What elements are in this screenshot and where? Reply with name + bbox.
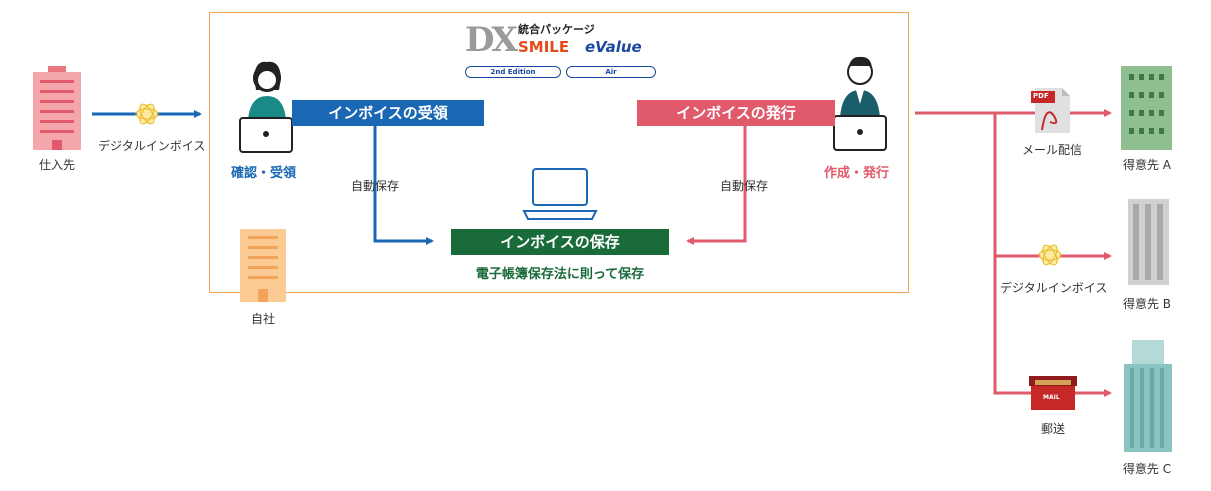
supplier-building-icon xyxy=(33,66,81,150)
pdf-document-icon xyxy=(1031,88,1070,133)
supplier-label: 仕入先 xyxy=(38,158,75,172)
issuer-person-icon xyxy=(833,56,887,151)
post-label: 郵送 xyxy=(1040,422,1065,436)
customer-b-label: 得意先 B xyxy=(1122,297,1172,311)
mail-label: メール配信 xyxy=(1021,143,1082,157)
dx-logo: DX xyxy=(465,20,518,60)
edition-pill: 2nd Edition xyxy=(465,66,561,78)
issue-auto-arrow xyxy=(686,126,747,245)
customer-c-label: 得意先 C xyxy=(1122,462,1172,476)
pdf-badge: PDF xyxy=(1033,92,1049,100)
issue-auto-label: 自動保存 xyxy=(720,179,769,193)
store-note: 電子帳簿保存法に則って保存 xyxy=(475,267,645,282)
smile-logo: SMILE xyxy=(518,38,570,56)
customer-b-building-icon xyxy=(1128,199,1169,285)
issue-banner: インボイスの発行 xyxy=(637,100,835,126)
left-digital-invoice-label: デジタルインボイス xyxy=(98,139,206,153)
store-banner: インボイスの保存 xyxy=(451,229,669,255)
right-digital-invoice-label: デジタルインボイス xyxy=(1000,281,1108,295)
receive-auto-label: 自動保存 xyxy=(351,179,400,193)
customer-a-building-icon xyxy=(1121,66,1172,150)
mail-badge: MAIL xyxy=(1043,394,1060,401)
receive-banner: インボイスの受領 xyxy=(292,100,484,126)
receive-auto-arrow xyxy=(373,126,434,245)
air-pill: Air xyxy=(566,66,656,78)
post-arrow xyxy=(993,256,1112,397)
customer-c-building-icon xyxy=(1124,340,1172,452)
laptop-icon xyxy=(522,168,598,220)
mailbox-icon xyxy=(1029,376,1077,410)
company-frame xyxy=(209,12,909,293)
issue-action-label: 作成・発行 xyxy=(824,166,890,181)
package-label: 統合パッケージ xyxy=(518,23,595,36)
receive-action-label: 確認・受領 xyxy=(231,166,297,181)
evalue-logo: eValue xyxy=(585,38,642,56)
digital-invoice-icon xyxy=(135,103,159,125)
self-label: 自社 xyxy=(250,312,275,326)
customer-a-label: 得意先 A xyxy=(1122,158,1172,172)
receiver-person-icon xyxy=(239,61,293,153)
own-building-icon xyxy=(240,229,286,302)
digital-arrow xyxy=(993,113,1112,260)
digital-invoice-right-icon xyxy=(1038,244,1062,266)
